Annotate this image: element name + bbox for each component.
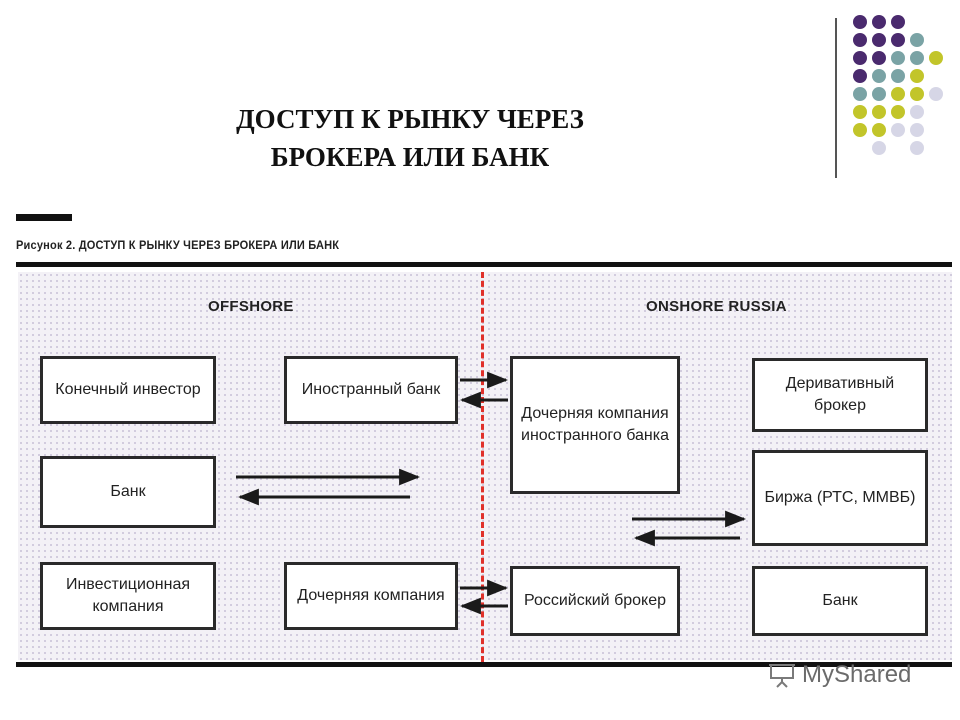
watermark-text: MyShared	[802, 661, 912, 688]
box-investment-company: Инвестиционная компания	[40, 562, 216, 630]
region-label-onshore: ONSHORE RUSSIA	[646, 298, 787, 315]
slide-title-line-1: ДОСТУП К РЫНКУ ЧЕРЕЗ	[236, 104, 584, 134]
decorative-vertical-line	[835, 18, 837, 178]
region-label-offshore: OFFSHORE	[208, 298, 294, 315]
watermark: MyShared	[768, 660, 911, 690]
box-bank-offshore: Банк	[40, 456, 216, 528]
figure-bottom-rule	[16, 662, 952, 667]
presentation-icon	[769, 664, 795, 688]
box-subsidiary-foreign-bank: Дочерняя компания иностранного банка	[510, 356, 680, 494]
box-bank-onshore: Банк	[752, 566, 928, 636]
box-foreign-bank: Иностранный банк	[284, 356, 458, 424]
slide-title-line-2: БРОКЕРА ИЛИ БАНК	[270, 142, 550, 172]
box-subsidiary-offshore: Дочерняя компания	[284, 562, 458, 630]
figure-caption: Рисунок 2. ДОСТУП К РЫНКУ ЧЕРЕЗ БРОКЕРА …	[16, 238, 340, 252]
figure-top-rule	[16, 262, 952, 267]
box-derivative-broker: Деривативный брокер	[752, 358, 928, 432]
box-end-investor: Конечный инвестор	[40, 356, 216, 424]
box-russian-broker: Российский брокер	[510, 566, 680, 636]
box-exchange: Биржа (РТС, ММВБ)	[752, 450, 928, 546]
caption-accent-bar	[16, 214, 72, 221]
slide-title: ДОСТУП К РЫНКУ ЧЕРЕЗ БРОКЕРА ИЛИ БАНК	[130, 100, 690, 176]
offshore-onshore-divider	[481, 272, 484, 662]
decorative-dot-grid	[853, 15, 943, 155]
